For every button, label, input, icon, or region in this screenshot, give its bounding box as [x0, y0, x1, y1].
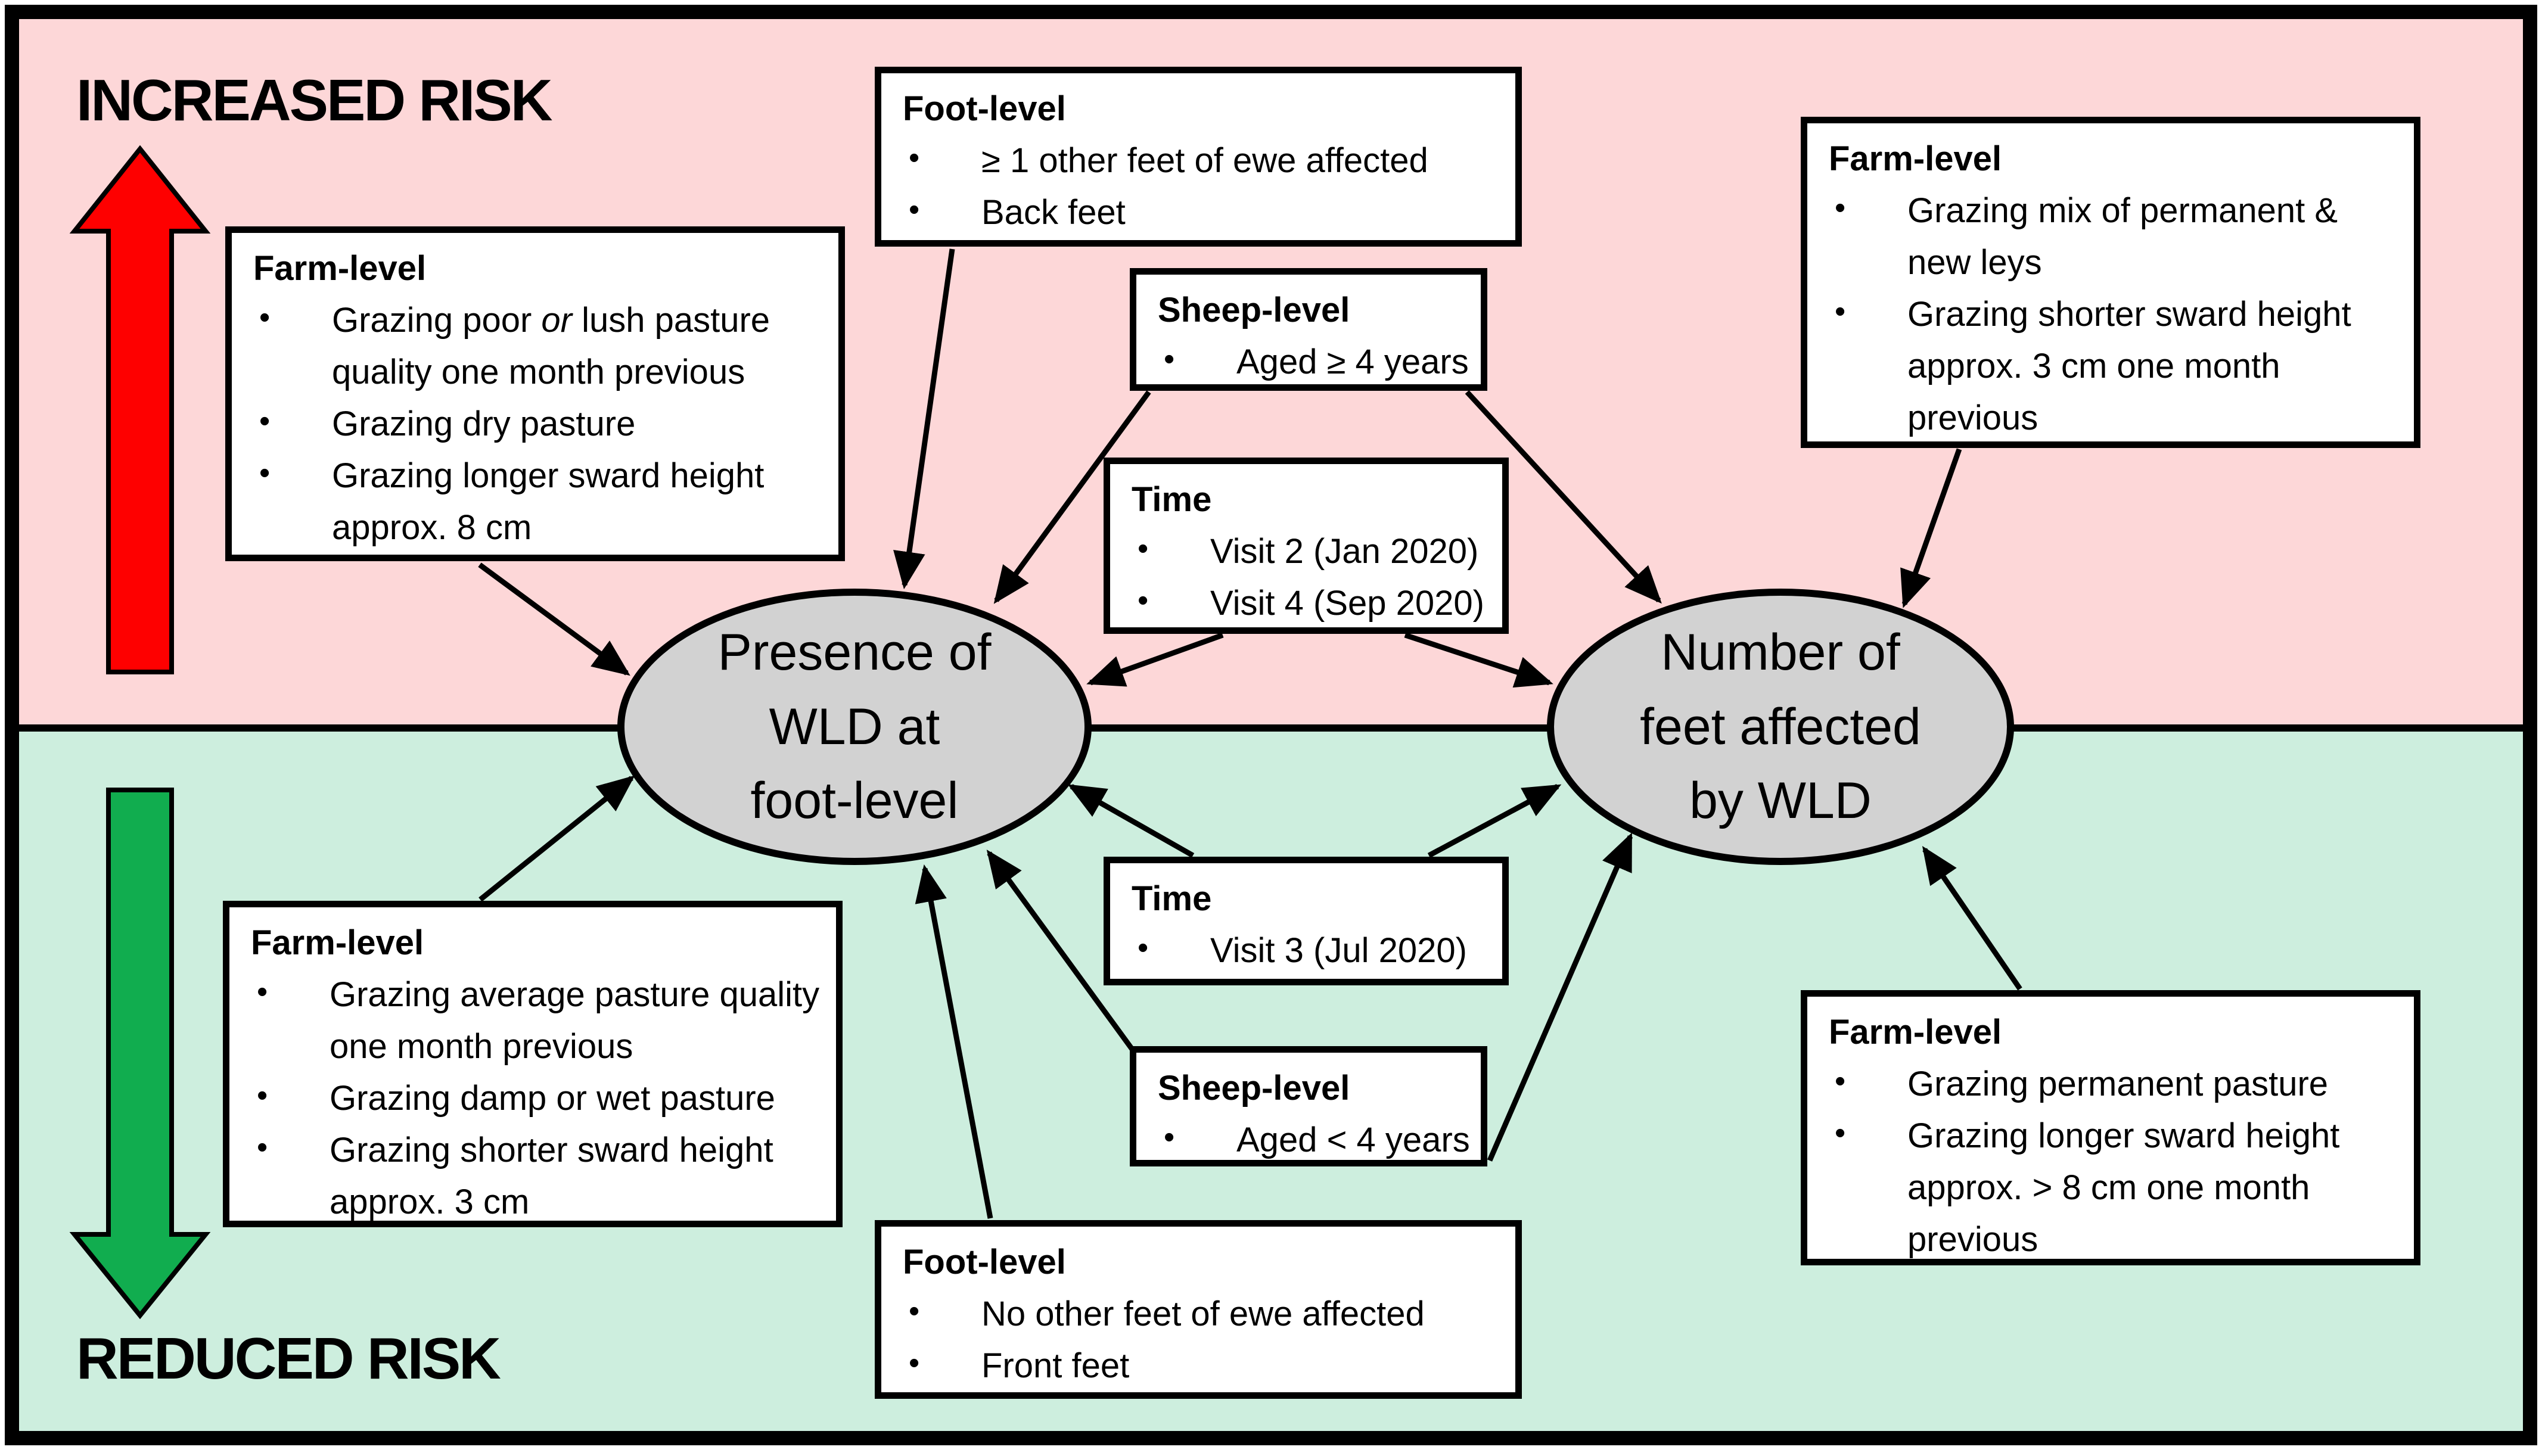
bullet-item: Grazing shorter sward height approx. 3 c…	[1829, 288, 2403, 444]
increased-risk-label: INCREASED RISK	[76, 67, 553, 133]
connector-arrow	[1067, 784, 1195, 858]
bullet-item: Visit 2 (Jan 2020)	[1132, 525, 1491, 577]
box-farm-level-increased-right: Farm-level Grazing mix of permanent & ne…	[1801, 117, 2420, 448]
box-title: Foot-level	[903, 89, 1066, 128]
box-title: Foot-level	[903, 1243, 1066, 1281]
node-text-line: feet affected	[1640, 698, 1921, 755]
box-farm-level-reduced-left: Farm-level Grazing average pasture quali…	[223, 901, 843, 1227]
box-title: Farm-level	[1829, 1013, 2002, 1051]
box-title: Farm-level	[251, 923, 424, 962]
bullet-item: Visit 3 (Jul 2020)	[1132, 925, 1491, 976]
bullet-item: Grazing longer sward height approx. > 8 …	[1829, 1110, 2403, 1265]
bullet-list: Grazing mix of permanent & new leys Graz…	[1829, 185, 2403, 444]
connector-arrow	[1404, 632, 1553, 688]
bullet-item: Grazing poor or lush pasture quality one…	[253, 294, 828, 398]
box-sheep-level-increased: Sheep-level Aged ≥ 4 years	[1130, 268, 1487, 391]
bullet-item: Front feet	[903, 1340, 1505, 1392]
box-title: Time	[1132, 879, 1212, 918]
bullet-list: ≥ 1 other feet of ewe affected Back feet	[903, 135, 1505, 238]
connector-arrow	[986, 850, 1141, 1059]
node-text-line: Number of	[1661, 623, 1900, 681]
node-text-line: foot-level	[750, 772, 959, 830]
node-number-of-feet-affected: Number of feet affected by WLD	[1547, 589, 2014, 865]
box-foot-level-reduced: Foot-level No other feet of ewe affected…	[875, 1220, 1522, 1399]
bullet-item: Back feet	[903, 186, 1505, 238]
bullet-item: Grazing average pasture quality one mont…	[251, 969, 825, 1072]
connector-arrow	[993, 390, 1151, 604]
connector-arrow	[1487, 832, 1633, 1162]
bullet-list: Visit 2 (Jan 2020) Visit 4 (Sep 2020)	[1132, 525, 1491, 629]
bullet-text-italic: or	[541, 301, 572, 340]
connector-arrow	[893, 248, 955, 590]
bullet-item: ≥ 1 other feet of ewe affected	[903, 135, 1505, 186]
bullet-text-segment: Grazing poor	[332, 301, 542, 340]
node-text-line: by WLD	[1689, 772, 1872, 830]
connector-arrow	[1427, 784, 1562, 858]
bullet-item: No other feet of ewe affected	[903, 1288, 1505, 1340]
box-title: Farm-level	[1829, 139, 2002, 178]
bullet-list: Visit 3 (Jul 2020)	[1132, 925, 1491, 976]
bullet-item: Grazing dry pasture	[253, 398, 828, 450]
node-text-line: Presence of	[717, 623, 992, 681]
bullet-item: Grazing permanent pasture	[1829, 1058, 2403, 1110]
bullet-item: Grazing longer sward height approx. 8 cm	[253, 450, 828, 553]
bullet-list: Aged ≥ 4 years	[1158, 336, 1470, 388]
box-farm-level-increased-left: Farm-level Grazing poor or lush pasture …	[225, 226, 845, 561]
connector-arrow	[1465, 390, 1662, 604]
box-title: Time	[1132, 480, 1212, 519]
bullet-list: No other feet of ewe affected Front feet	[903, 1288, 1505, 1392]
box-time-increased: Time Visit 2 (Jan 2020) Visit 4 (Sep 202…	[1104, 458, 1509, 634]
node-text-line: WLD at	[769, 698, 940, 755]
bullet-list: Aged < 4 years	[1158, 1114, 1470, 1166]
reduced-risk-label: REDUCED RISK	[76, 1326, 501, 1391]
bullet-item: Aged < 4 years	[1158, 1114, 1470, 1166]
box-time-reduced: Time Visit 3 (Jul 2020)	[1104, 857, 1509, 985]
bullet-item: Visit 4 (Sep 2020)	[1132, 577, 1491, 629]
connector-arrow	[478, 562, 630, 676]
connector-arrow	[1900, 448, 1962, 608]
bullet-list: Grazing average pasture quality one mont…	[251, 969, 825, 1228]
bullet-item: Grazing damp or wet pasture	[251, 1072, 825, 1124]
box-title: Sheep-level	[1158, 1069, 1350, 1107]
connector-arrow	[1086, 632, 1224, 687]
bullet-item: Grazing shorter sward height approx. 3 c…	[251, 1124, 825, 1228]
bullet-list: Grazing permanent pasture Grazing longer…	[1829, 1058, 2403, 1265]
connector-arrow	[915, 864, 993, 1219]
box-sheep-level-reduced: Sheep-level Aged < 4 years	[1130, 1046, 1487, 1166]
box-foot-level-increased: Foot-level ≥ 1 other feet of ewe affecte…	[875, 67, 1522, 247]
down-arrow-icon	[69, 788, 211, 1320]
bullet-item: Aged ≥ 4 years	[1158, 336, 1470, 388]
bullet-text-segment: lush pasture quality one month previous	[332, 301, 770, 391]
box-title: Sheep-level	[1158, 291, 1350, 329]
connector-arrow	[478, 775, 635, 902]
bullet-item: Grazing mix of permanent & new leys	[1829, 185, 2403, 288]
bullet-list: Grazing poor or lush pasture quality one…	[253, 294, 828, 553]
node-presence-of-wld: Presence of WLD at foot-level	[617, 589, 1092, 865]
connector-arrow	[1922, 846, 2022, 991]
box-farm-level-reduced-right: Farm-level Grazing permanent pasture Gra…	[1801, 990, 2420, 1265]
up-arrow-icon	[69, 145, 211, 674]
box-title: Farm-level	[253, 249, 427, 288]
